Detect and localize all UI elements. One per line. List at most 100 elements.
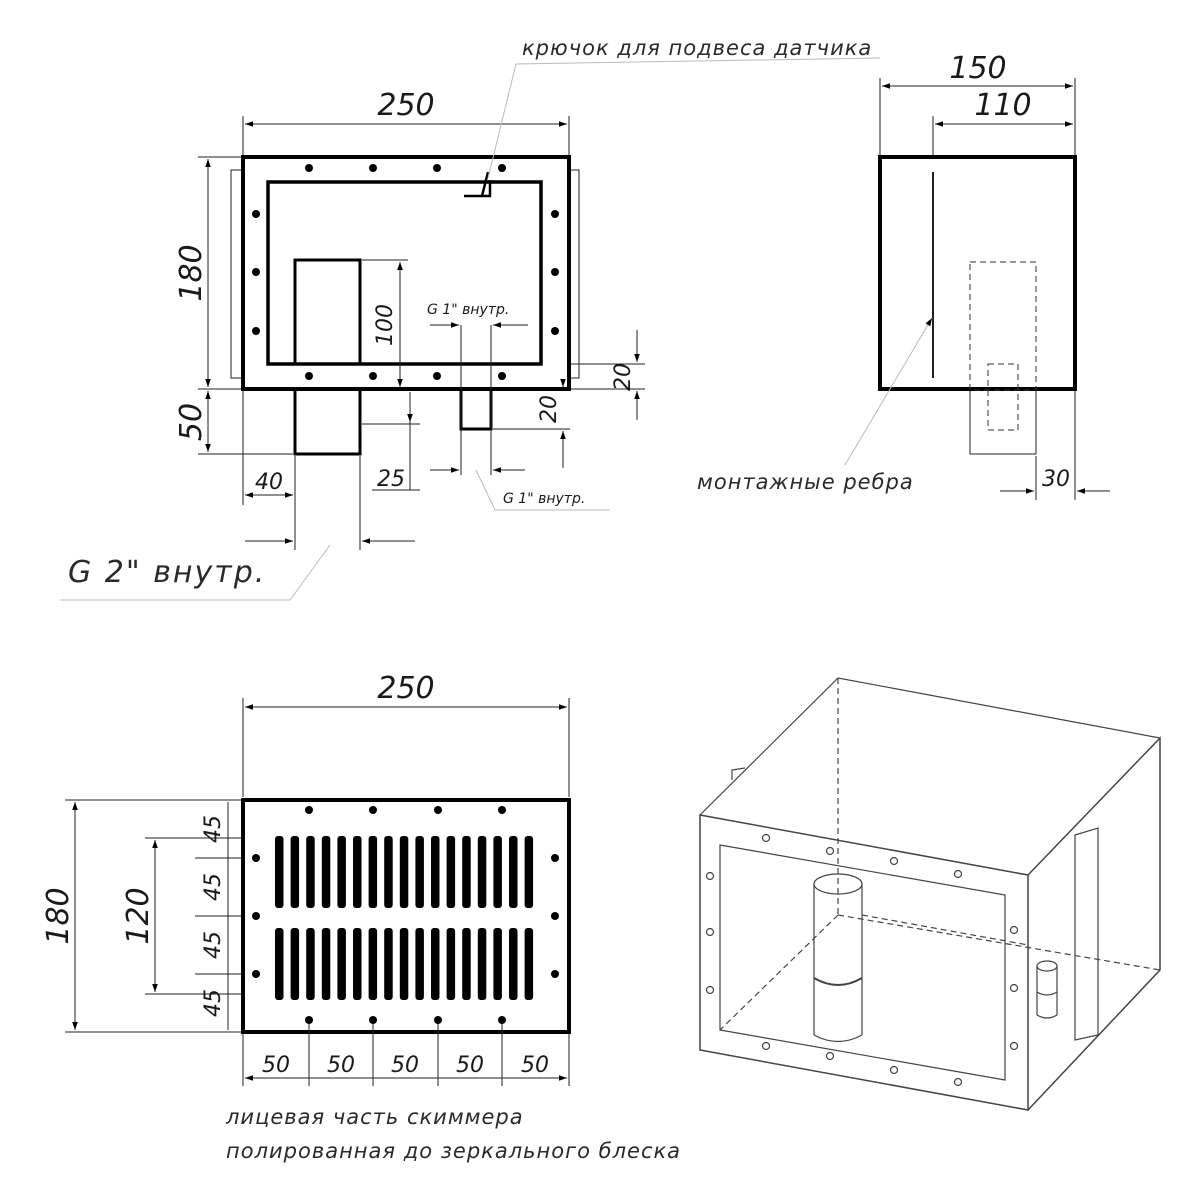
grate-slot	[431, 928, 440, 1000]
grate-slot	[275, 836, 284, 908]
grate-slot	[368, 836, 378, 908]
grate-slot	[306, 928, 315, 1000]
ribs-leader	[844, 317, 933, 466]
bolt-hole	[369, 806, 377, 814]
right-dimension-b: 20	[537, 395, 562, 423]
height-dimension: 180	[174, 244, 209, 301]
g1-top-note: G 1" внутр.	[427, 302, 509, 318]
grate-slot	[399, 928, 409, 1000]
row-gap-dimension: 45	[201, 815, 226, 843]
bolt-hole	[433, 372, 441, 380]
bolt-hole	[498, 806, 506, 814]
iso-right-face	[1027, 736, 1161, 1111]
isometric-view	[699, 677, 1161, 1111]
right-dimension-a: 20	[611, 363, 636, 391]
bolt-hole	[551, 854, 559, 862]
grate-slot	[431, 836, 440, 908]
iso-g1-pipe	[1036, 960, 1058, 1019]
grate-slot	[509, 836, 518, 908]
grate-slot	[368, 928, 378, 1000]
pipe-dimension: 25	[377, 467, 405, 492]
grate-slot	[477, 836, 487, 908]
iso-bolt-holes	[705, 833, 1019, 1087]
top-view: 250 180 50 100 40 25	[60, 36, 881, 601]
grate-slot	[321, 928, 331, 1000]
grate-slot	[275, 928, 284, 1000]
col-gap-dimension: 50	[262, 1053, 290, 1078]
top-view-outer-frame	[241, 155, 571, 391]
grate-slot	[446, 928, 456, 1000]
grate-slot	[384, 836, 393, 908]
bolt-hole	[252, 970, 260, 978]
grate-slot	[493, 928, 502, 1000]
bolt-hole	[551, 268, 559, 276]
bolt-hole	[369, 372, 377, 380]
bolt-hole	[305, 164, 313, 172]
pipe-hidden-outline	[969, 261, 1037, 391]
depth-dimension: 150	[949, 51, 1006, 86]
side-view-body	[878, 155, 1077, 391]
grate-slot	[462, 836, 471, 908]
iso-front-face	[699, 814, 1029, 1111]
grate-slot	[306, 836, 315, 908]
g1-bottom-note: G 1" внутр.	[503, 491, 585, 507]
grate-slot	[524, 928, 534, 1000]
g2-pipe-inner	[293, 258, 362, 366]
grate-slot	[509, 928, 518, 1000]
grate-slot	[477, 928, 487, 1000]
g1-pipe-outlet	[459, 387, 493, 431]
iso-top-back-edges	[699, 677, 1161, 816]
col-gap-dimension: 50	[327, 1053, 355, 1078]
side-view: 150 110 30 монтажные ребра	[697, 51, 1110, 500]
bolt-hole	[305, 806, 313, 814]
col-gap-dimension: 50	[456, 1053, 484, 1078]
grate-slot	[415, 928, 424, 1000]
grate-slot	[524, 836, 534, 908]
pipe-outlet-side	[969, 391, 1037, 455]
bottom-dimension: 50	[174, 403, 209, 441]
grate-slot	[353, 836, 362, 908]
face-note-line2: полированная до зеркального блеска	[226, 1139, 681, 1163]
bolt-hole	[498, 372, 506, 380]
bolt-hole	[551, 912, 559, 920]
bolt-hole	[252, 268, 260, 276]
bolt-hole	[551, 210, 559, 218]
grate-slot	[493, 836, 502, 908]
g2-note: G 2" внутр.	[68, 555, 266, 590]
ribs-note: монтажные ребра	[697, 470, 914, 494]
front-height-dimension: 180	[41, 887, 76, 944]
grate-slot	[399, 836, 409, 908]
bolt-hole	[551, 970, 559, 978]
grate-slot	[462, 928, 471, 1000]
front-inner-height-dimension: 120	[121, 887, 156, 944]
bolt-hole	[369, 164, 377, 172]
bolt-hole	[551, 327, 559, 335]
sensor-hook	[464, 171, 492, 198]
col-gap-dimension: 50	[521, 1053, 549, 1078]
row-gap-dimension: 45	[201, 931, 226, 959]
inner-depth-dimension: 110	[974, 88, 1031, 123]
offset-dimension: 40	[255, 470, 283, 495]
col-gap-dimension: 50	[391, 1053, 419, 1078]
grate-slot	[415, 836, 424, 908]
front-view: 250 180 120 45 45 45 45 50 50 50 50 50 л…	[41, 671, 681, 1163]
bolt-hole	[369, 1016, 377, 1024]
grate-slot	[321, 836, 331, 908]
row-gap-dimension: 45	[201, 989, 226, 1017]
top-view-inner-frame	[266, 180, 543, 366]
hook-leader	[487, 57, 881, 179]
bolt-hole	[498, 164, 506, 172]
g1-bottom-leader	[475, 469, 610, 511]
skimmer-slots	[275, 836, 534, 1000]
top-view-bolts	[252, 164, 559, 380]
grate-slot	[353, 928, 362, 1000]
width-dimension: 250	[377, 88, 434, 123]
inner-dimension: 100	[373, 304, 398, 346]
grate-slot	[384, 928, 393, 1000]
grate-slot	[290, 928, 300, 1000]
iso-g2-pipe	[813, 873, 863, 1043]
grate-slot	[337, 836, 346, 908]
rib-dimension: 30	[1042, 467, 1070, 492]
